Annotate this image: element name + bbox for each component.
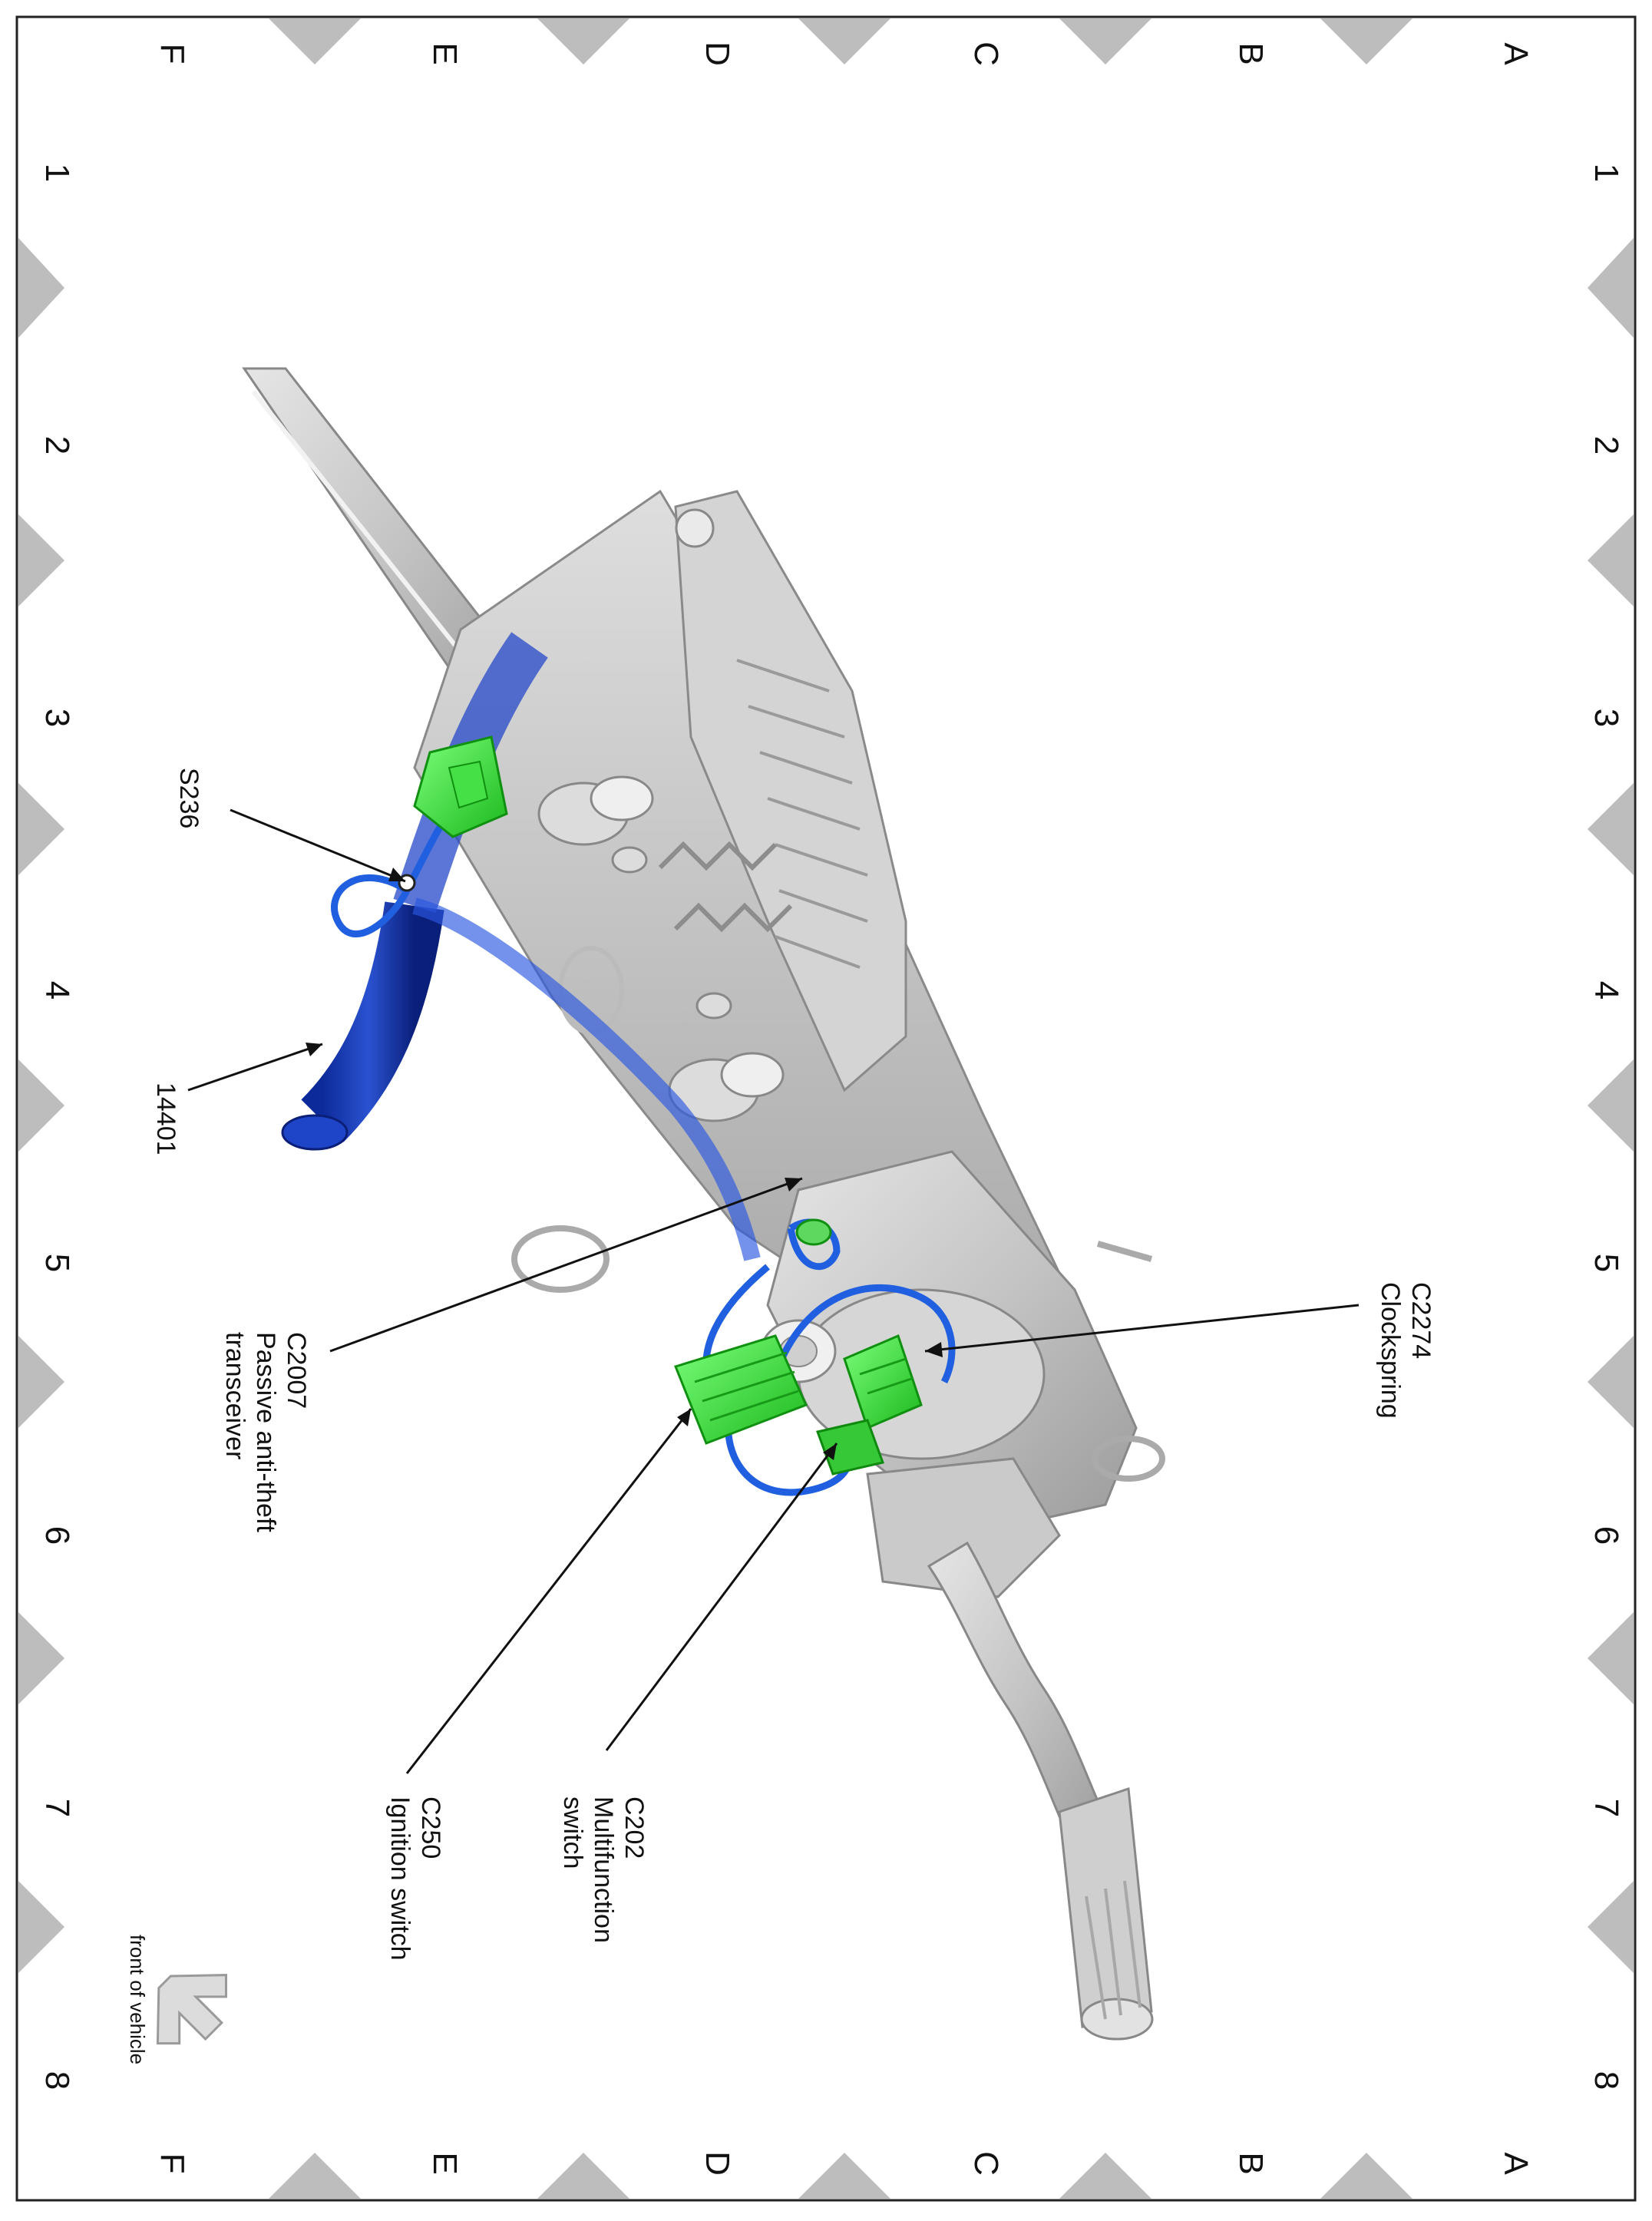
arrow-icon <box>156 1974 227 2045</box>
label-front-of-vehicle: front of vehicle <box>126 1935 149 2064</box>
svg-text:8: 8 <box>38 2071 76 2090</box>
orientation-indicator: front of vehicle <box>126 1935 227 2064</box>
svg-text:5: 5 <box>1588 1254 1625 1272</box>
column-labels-right: 1 2 3 4 5 6 7 8 <box>1588 164 1625 2090</box>
callout-s236: S236 <box>174 768 203 828</box>
svg-text:7: 7 <box>1588 1799 1625 1817</box>
svg-text:1: 1 <box>1588 164 1625 182</box>
svg-text:B: B <box>1232 42 1270 64</box>
label-c202-desc-2: switch <box>558 1796 587 1869</box>
svg-text:A: A <box>1497 42 1535 65</box>
svg-text:6: 6 <box>38 1526 76 1545</box>
connector-c250 <box>674 1334 808 1445</box>
label-c202-desc-1: Multifunction <box>589 1796 618 1943</box>
svg-text:8: 8 <box>1588 2071 1625 2090</box>
label-c2274-id: C2274 <box>1406 1282 1436 1359</box>
label-c2007-id: C2007 <box>282 1332 311 1409</box>
svg-text:A: A <box>1497 2152 1535 2175</box>
svg-text:4: 4 <box>38 981 76 1000</box>
svg-text:2: 2 <box>1588 436 1625 454</box>
svg-text:B: B <box>1232 2152 1270 2174</box>
connector-c2274 <box>843 1334 923 1430</box>
svg-text:D: D <box>699 41 736 66</box>
svg-text:1: 1 <box>38 164 76 182</box>
callout-c2007: C2007 Passive anti-theft transceiver <box>220 1332 311 1532</box>
callout-14401: 14401 <box>151 1082 180 1155</box>
label-14401: 14401 <box>151 1082 180 1155</box>
leader-c2007 <box>329 1177 803 1353</box>
leader-c202 <box>605 1443 838 1751</box>
leader-lines <box>187 808 1360 1774</box>
label-c2274-desc: Clockspring <box>1376 1282 1405 1419</box>
svg-text:2: 2 <box>38 436 76 454</box>
connector-s236-region <box>413 735 508 838</box>
connector-c202 <box>816 1419 884 1476</box>
svg-text:C: C <box>967 41 1005 66</box>
svg-text:D: D <box>699 2151 736 2176</box>
leader-s236 <box>230 808 406 883</box>
svg-text:5: 5 <box>38 1254 76 1272</box>
label-c2007-desc-2: transceiver <box>220 1332 249 1459</box>
connector-c2007 <box>795 1218 832 1246</box>
callout-c202: C202 Multifunction switch <box>558 1796 649 1943</box>
row-labels-top: F E D C B A <box>154 41 1535 66</box>
svg-text:E: E <box>426 42 464 64</box>
svg-text:C: C <box>967 2151 1005 2176</box>
leader-arrowheads <box>306 868 943 1460</box>
svg-text:E: E <box>426 2152 464 2174</box>
row-labels-bottom: F E D C B A <box>154 2151 1535 2176</box>
leader-c2274 <box>924 1304 1360 1353</box>
leader-c250 <box>405 1408 692 1774</box>
label-c202-id: C202 <box>620 1796 649 1859</box>
zone-markers <box>18 18 1634 2199</box>
label-c250-desc: Ignition switch <box>385 1796 415 1961</box>
svg-text:4: 4 <box>1588 981 1625 1000</box>
label-s236: S236 <box>174 768 203 828</box>
label-c2007-desc-1: Passive anti-theft <box>251 1332 280 1532</box>
svg-text:F: F <box>154 2153 191 2174</box>
callout-c250: C250 Ignition switch <box>385 1796 445 1961</box>
column-labels-left: 1 2 3 4 5 6 7 8 <box>38 164 76 2090</box>
svg-text:F: F <box>154 44 191 64</box>
leader-14401 <box>187 1043 323 1092</box>
label-c250-id: C250 <box>416 1796 445 1859</box>
svg-text:6: 6 <box>1588 1526 1625 1545</box>
callout-c2274: C2274 Clockspring <box>1376 1282 1436 1419</box>
svg-text:3: 3 <box>1588 709 1625 727</box>
svg-text:7: 7 <box>38 1799 76 1817</box>
svg-text:3: 3 <box>38 709 76 727</box>
